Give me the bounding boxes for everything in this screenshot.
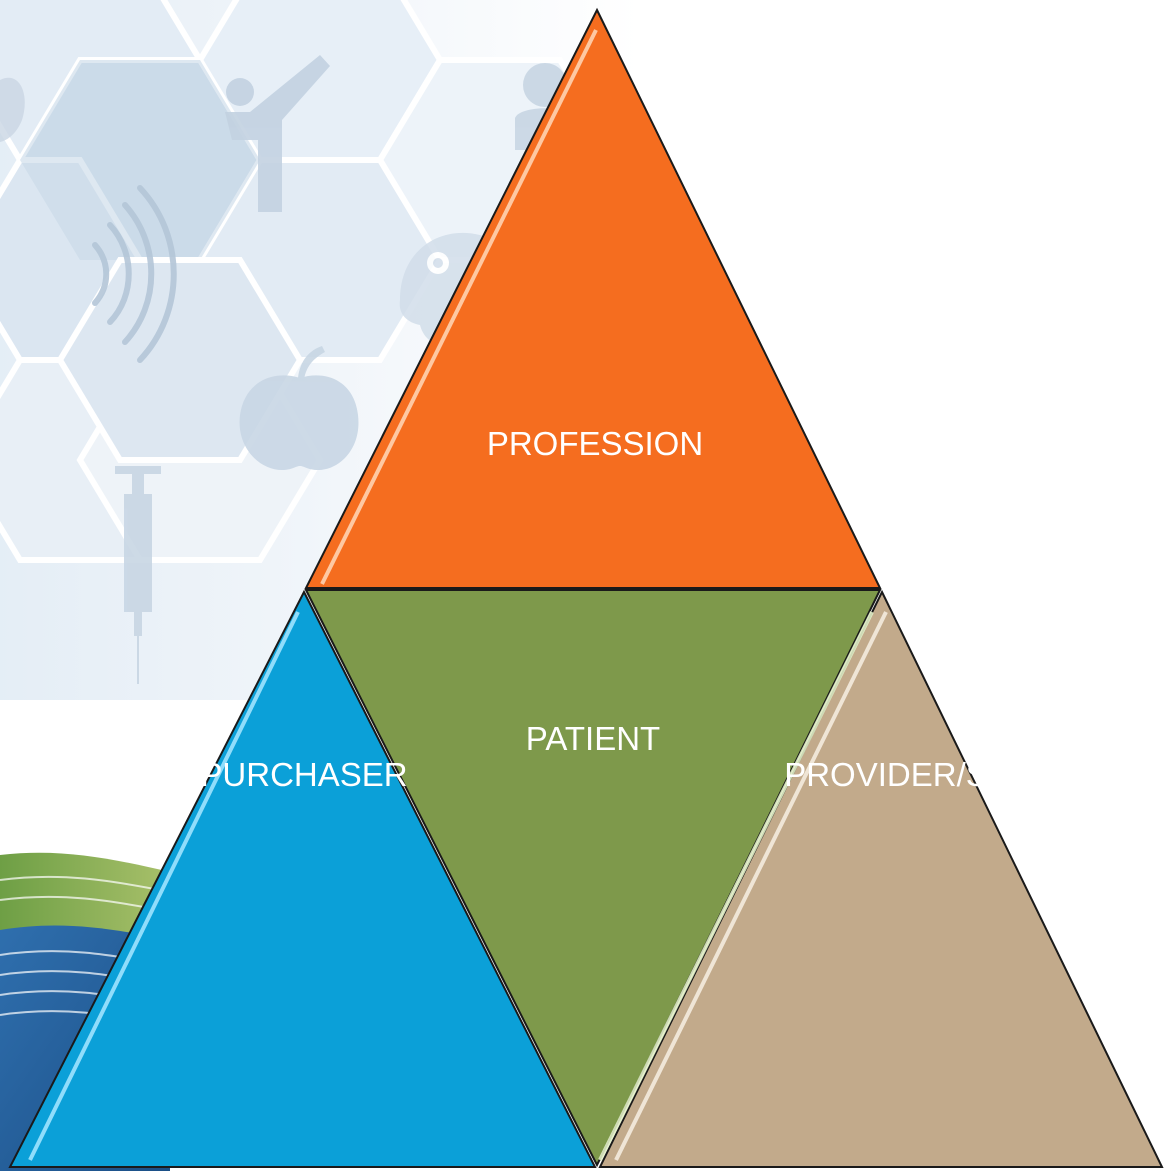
lungs-icon: [0, 77, 25, 142]
syringe-icon: [115, 466, 161, 684]
pyramid-diagram: PROFESSION PATIENT PURCHASER PROVIDER/S: [8, 7, 1164, 1168]
sound-waves-icon: [92, 185, 177, 363]
provider-label: PROVIDER/S: [784, 756, 988, 793]
purchaser-label: PURCHASER: [200, 756, 407, 793]
profession-label: PROFESSION: [487, 425, 703, 462]
profession-segment: [304, 7, 882, 589]
apple-icon: [239, 346, 359, 470]
patient-label: PATIENT: [526, 720, 660, 757]
purchaser-segment: [8, 589, 597, 1168]
person-raising-arm-icon: [225, 55, 330, 212]
